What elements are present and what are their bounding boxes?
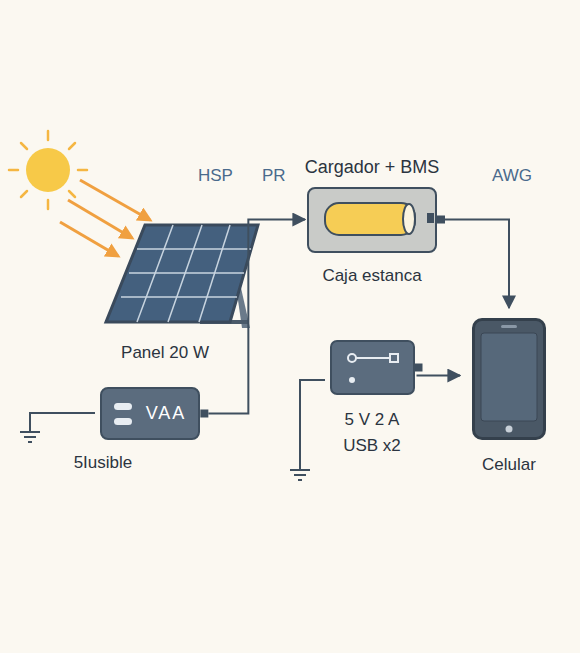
node-caption: 5Iusible <box>74 452 133 473</box>
battery-icon <box>309 189 434 250</box>
charger-node: Cargador + BMS Caja estanca <box>305 156 440 286</box>
fuse-box: VAA <box>100 387 201 440</box>
switch-symbol <box>332 342 413 393</box>
usb-node: 5 V 2 A USB x2 <box>330 340 415 458</box>
node-label: Panel 20 W <box>121 342 209 363</box>
usb-box <box>330 340 415 395</box>
fuse-slots <box>112 394 142 434</box>
phone-node: Celular <box>472 318 546 475</box>
charger-box <box>307 187 437 253</box>
panel-node: Panel 20 W <box>121 342 209 363</box>
sun <box>9 131 87 209</box>
plug-tab <box>200 410 208 418</box>
node-heading: Cargador + BMS <box>305 156 440 179</box>
phone-body <box>472 318 546 440</box>
node-caption: 5 V 2 A USB x2 <box>333 407 411 458</box>
ground-wires <box>20 380 325 480</box>
wire-connector <box>439 220 509 309</box>
wire-connector <box>417 375 461 377</box>
fuse-marking: VAA <box>146 402 187 425</box>
parameter-label: AWG <box>492 166 532 186</box>
solar-panel <box>106 225 258 328</box>
plug-tab <box>415 364 423 372</box>
fuse-node: VAA5Iusible <box>100 387 201 473</box>
node-caption: Caja estanca <box>322 265 421 286</box>
parameter-label: PR <box>262 166 286 186</box>
wire-connector <box>208 220 305 414</box>
plug-tab <box>437 216 445 224</box>
parameter-label: HSP <box>198 166 233 186</box>
node-label: Celular <box>482 454 536 475</box>
phone-screen <box>475 321 543 437</box>
